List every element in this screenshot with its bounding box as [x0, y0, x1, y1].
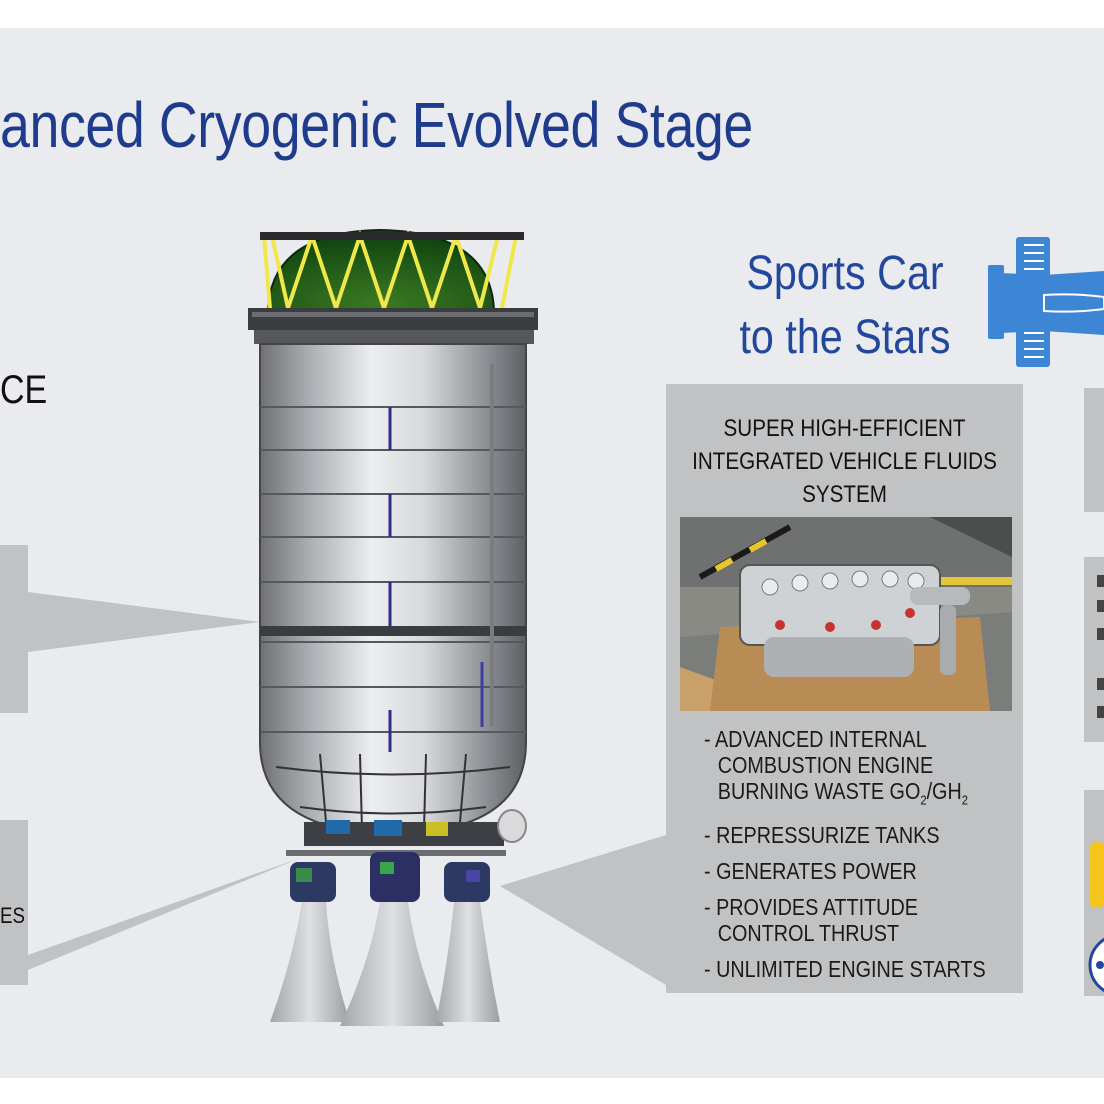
engine-nozzle-right: [436, 902, 500, 1022]
fluids-title-line-1: SUPER HIGH-EFFICIENT: [723, 415, 966, 442]
engine-photo: [680, 517, 1012, 711]
feature-item-attitude: - PROVIDES ATTITUDE CONTROL THRUST: [704, 893, 918, 946]
right-yellow-tab: [1090, 842, 1104, 908]
callout-wedge-fluids: [500, 835, 666, 985]
feature-item-engine: - ADVANCED INTERNAL COMBUSTION ENGINE BU…: [704, 726, 968, 808]
left-box-lower: [0, 820, 28, 985]
tagline: Sports Car to the Stars: [720, 242, 969, 370]
rocket-stage-illustration: [248, 228, 538, 1026]
left-fragment-text-lower: ES: [0, 903, 25, 928]
left-box-upper: [0, 545, 28, 713]
feature-item-power: - GENERATES POWER: [704, 857, 917, 884]
fluids-title-line-3: SYSTEM: [802, 481, 887, 508]
callout-wedge-engines: [28, 858, 300, 970]
tagline-line-1: Sports Car: [746, 247, 944, 300]
fluids-panel-title: SUPER HIGH-EFFICIENT INTEGRATED VEHICLE …: [691, 412, 998, 511]
engine-nozzle-center: [340, 902, 444, 1026]
fluids-system-panel: SUPER HIGH-EFFICIENT INTEGRATED VEHICLE …: [666, 384, 1023, 993]
fluids-feature-list: - ADVANCED INTERNAL COMBUSTION ENGINE BU…: [704, 726, 986, 992]
right-box-1: [1084, 388, 1104, 512]
fluids-title-line-2: INTEGRATED VEHICLE FLUIDS: [692, 448, 997, 475]
feature-item-repressurize: - REPRESSURIZE TANKS: [704, 821, 940, 848]
propellant-tank: [259, 343, 527, 836]
page-title: anced Cryogenic Evolved Stage: [0, 89, 753, 161]
forward-ring: [248, 308, 538, 330]
left-fragment-text: CE: [0, 368, 48, 412]
feature-item-engine-starts: - UNLIMITED ENGINE STARTS: [704, 955, 986, 982]
engine-cluster: [290, 852, 490, 902]
tagline-line-2: to the Stars: [739, 311, 951, 364]
callout-wedge-tank: [28, 592, 260, 652]
engine-nozzle-left: [270, 902, 350, 1022]
formula-car-icon: [988, 237, 1104, 367]
